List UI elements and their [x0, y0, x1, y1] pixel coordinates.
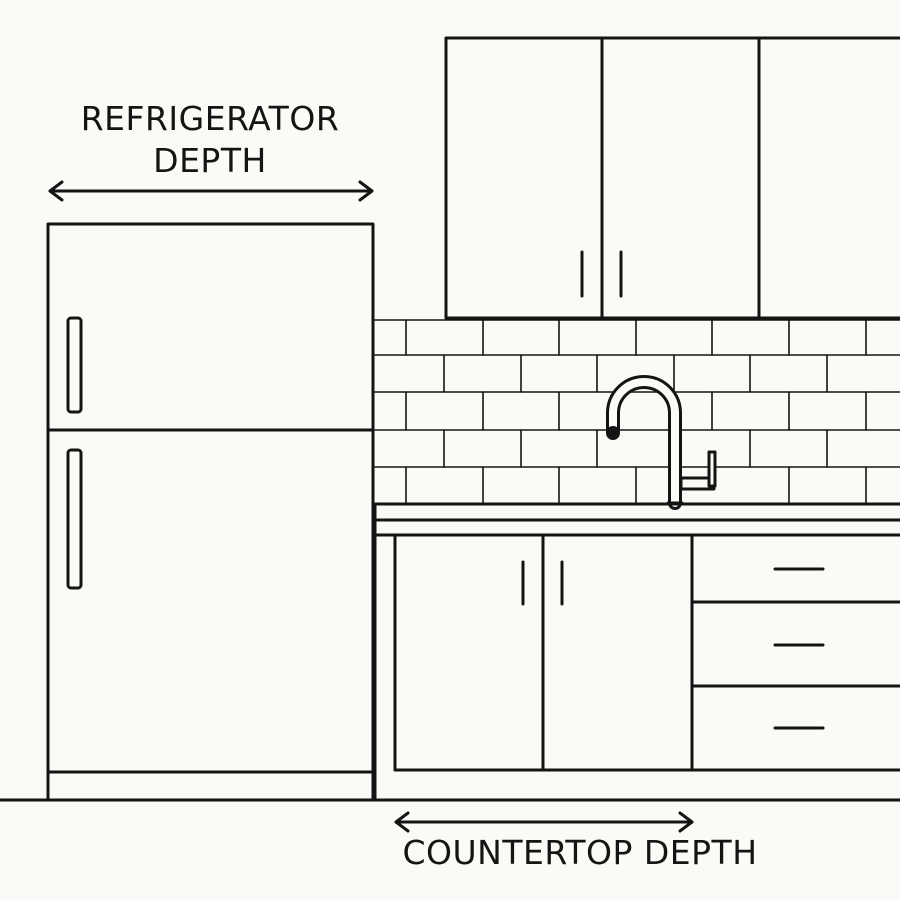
refrigerator-depth-arrow [48, 180, 374, 202]
faucet [606, 375, 717, 510]
countertop [373, 502, 900, 537]
countertop-depth-label: COUNTERTOP DEPTH [402, 833, 758, 872]
refrigerator [46, 222, 375, 802]
refrigerator-depth-label-line2: DEPTH [153, 141, 267, 180]
countertop-depth-arrow [394, 811, 694, 833]
subway-tile-backsplash [374, 319, 900, 505]
refrigerator-depth-label: REFRIGERATOR DEPTH [40, 98, 380, 182]
fridge-handle [66, 448, 83, 590]
upper-cabinets [444, 36, 900, 320]
base-cabinets [373, 518, 900, 802]
freezer-handle [66, 316, 83, 414]
refrigerator-depth-label-line1: REFRIGERATOR [80, 99, 340, 138]
